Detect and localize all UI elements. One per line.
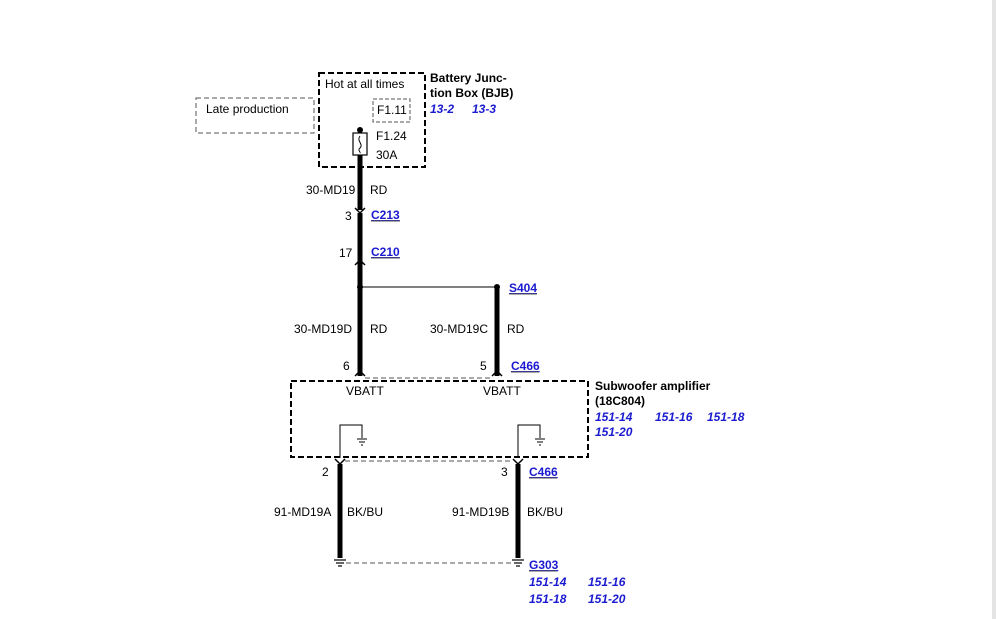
c213-link[interactable]: C213 bbox=[371, 208, 400, 222]
late-production-box bbox=[195, 97, 315, 134]
g303-ref-1[interactable]: 151-14 bbox=[529, 575, 567, 589]
ground-g303-right-icon bbox=[512, 559, 524, 567]
wire-30-md19d-circuit: 30-MD19D bbox=[294, 322, 352, 336]
wire-30-md19c-circuit: 30-MD19C bbox=[430, 322, 488, 336]
fuse-f124-rating: 30A bbox=[376, 148, 397, 162]
internal-ground-left-trace bbox=[339, 424, 363, 458]
bjb-ref-1[interactable]: 13-2 bbox=[430, 102, 454, 116]
c466-bottom-link[interactable]: C466 bbox=[529, 465, 558, 479]
internal-ground-right-trace bbox=[517, 424, 541, 458]
c466-bottom-right-icon bbox=[512, 458, 524, 466]
c466-bottom-left-icon bbox=[334, 458, 346, 466]
fuse-node-dot bbox=[357, 127, 363, 133]
g303-ref-3[interactable]: 151-18 bbox=[529, 592, 567, 606]
c210-connector-icon bbox=[354, 258, 366, 266]
wire-91-md19a-color: BK/BU bbox=[347, 505, 383, 519]
wire-30-md19-color: RD bbox=[370, 183, 388, 197]
vbatt-left: VBATT bbox=[346, 384, 384, 398]
bjb-box bbox=[318, 72, 426, 168]
c466-bottom-pin-left: 2 bbox=[322, 465, 329, 479]
c213-pin: 3 bbox=[345, 209, 352, 223]
g303-ref-2[interactable]: 151-16 bbox=[588, 575, 626, 589]
fuse-f124-label: F1.24 bbox=[376, 129, 407, 143]
g303-ref-4[interactable]: 151-20 bbox=[588, 592, 626, 606]
late-production-label: Late production bbox=[206, 102, 289, 116]
amp-ref-3[interactable]: 151-18 bbox=[707, 410, 745, 424]
bjb-hot-label: Hot at all times bbox=[325, 77, 404, 91]
amp-ref-1[interactable]: 151-14 bbox=[595, 410, 633, 424]
c466-top-left-icon bbox=[354, 369, 366, 377]
internal-ground-right-icon bbox=[535, 438, 545, 446]
c210-link[interactable]: C210 bbox=[371, 245, 400, 259]
fuse-f111-label: F1.11 bbox=[377, 103, 407, 117]
fuse-f111-box bbox=[372, 98, 411, 123]
g303-link[interactable]: G303 bbox=[529, 558, 559, 572]
page-edge bbox=[992, 0, 996, 619]
c466-top-link[interactable]: C466 bbox=[511, 359, 540, 373]
bjb-ref-2[interactable]: 13-3 bbox=[472, 102, 496, 116]
wire-91-md19a-circuit: 91-MD19A bbox=[274, 505, 331, 519]
amplifier-box bbox=[290, 380, 589, 458]
amp-ref-2[interactable]: 151-16 bbox=[655, 410, 693, 424]
amplifier-title-line1: Subwoofer amplifier bbox=[595, 379, 711, 393]
fuse-element-icon bbox=[358, 135, 362, 154]
wire-30-md19d-color: RD bbox=[370, 322, 388, 336]
c466-top-right-icon bbox=[491, 369, 503, 377]
c466-top-pin-left: 6 bbox=[343, 359, 350, 373]
s404-link[interactable]: S404 bbox=[509, 281, 537, 295]
vbatt-right: VBATT bbox=[483, 384, 521, 398]
c466-top-pin-right: 5 bbox=[480, 359, 487, 373]
c466-bottom-pin-right: 3 bbox=[501, 465, 508, 479]
bjb-title-line1: Battery Junc- bbox=[430, 71, 507, 85]
amp-ref-4[interactable]: 151-20 bbox=[595, 425, 633, 439]
wire-91-md19b-color: BK/BU bbox=[527, 505, 563, 519]
wire-91-md19b-circuit: 91-MD19B bbox=[452, 505, 509, 519]
wire-30-md19c-color: RD bbox=[507, 322, 525, 336]
ground-g303-left-icon bbox=[334, 559, 346, 567]
amplifier-title-line2: (18C804) bbox=[595, 394, 645, 408]
c210-pin: 17 bbox=[339, 246, 353, 260]
bjb-title-line2: tion Box (BJB) bbox=[430, 86, 513, 100]
wire-30-md19-circuit: 30-MD19 bbox=[306, 183, 356, 197]
internal-ground-left-icon bbox=[357, 438, 367, 446]
